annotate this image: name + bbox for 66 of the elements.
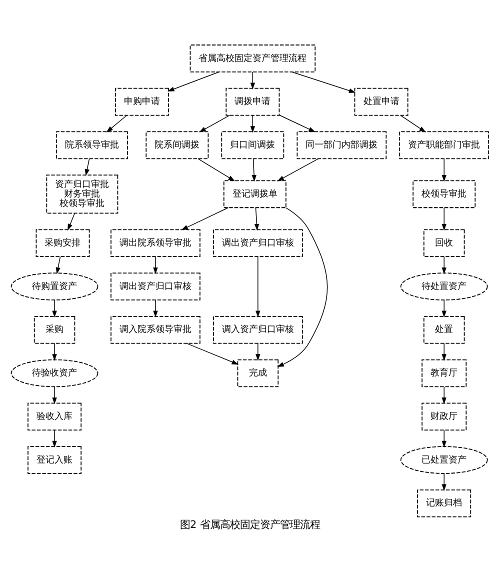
caption: 图2 省属高校固定资产管理流程 [180, 518, 320, 531]
arrow [442, 158, 446, 182]
node-box: 采购 [34, 315, 76, 344]
arrow [292, 71, 356, 92]
arrow [252, 158, 256, 182]
arrow [442, 429, 446, 448]
node-box: 调出院系领导审批 [110, 228, 200, 257]
arrow [442, 256, 446, 274]
arrow [52, 429, 57, 448]
node-box: 校领导审批 [412, 180, 476, 208]
node-box: 登记调拨单 [223, 180, 286, 208]
node-box: 调入院系领导审批 [110, 315, 200, 344]
arrow [277, 158, 319, 181]
node-ellipse: 待购置资产 [10, 272, 98, 300]
node-box: 验收入库 [28, 402, 82, 430]
node-box: 采购安排 [36, 228, 90, 257]
node-box: 资产归口审批 财务审批 校领导审批 [46, 174, 118, 214]
node-box: 院系领导审批 [56, 130, 128, 159]
arrow [400, 114, 426, 132]
node-box: 资产职能部门审批 [399, 130, 490, 159]
arrow [442, 386, 446, 404]
node-box: 记账归档 [417, 488, 472, 517]
node-box: 同一部门内部调拨 [296, 130, 387, 159]
node-box: 调出资产归口审核 [110, 272, 200, 300]
arrow [181, 206, 229, 230]
node-box: 财政厅 [422, 402, 467, 430]
arrow [277, 206, 328, 366]
node-box: 省属高校固定资产管理流程 [190, 44, 316, 72]
arrow [56, 256, 61, 274]
arrow [256, 342, 260, 360]
node-ellipse: 待验收资产 [10, 358, 98, 387]
arrow [442, 206, 446, 230]
arrow [68, 212, 75, 230]
arrow [256, 256, 260, 317]
node-box: 调入资产归口审核 [212, 315, 303, 344]
arrow [250, 71, 256, 89]
arrow [254, 206, 260, 230]
arrow [442, 342, 446, 360]
arrow [52, 386, 57, 404]
node-box: 调拨申请 [226, 87, 280, 116]
arrow [153, 299, 158, 318]
arrow [84, 158, 90, 176]
node-box: 调出资产归口审核 [212, 228, 303, 257]
arrow [52, 299, 57, 318]
node-box: 登记入账 [28, 446, 82, 474]
node-ellipse: 已处置资产 [400, 446, 488, 474]
node-ellipse: 待处置资产 [400, 272, 488, 300]
arrow [186, 342, 239, 364]
arrow [442, 472, 446, 491]
node-box: 完成 [237, 358, 279, 387]
arrow [198, 158, 235, 181]
arrow [153, 256, 158, 274]
arrow [250, 114, 256, 132]
node-box: 处置 [423, 315, 465, 344]
arrow [106, 114, 128, 132]
node-box: 教育厅 [422, 358, 467, 387]
arrow [168, 71, 220, 91]
node-box: 回收 [423, 228, 465, 257]
arrow [199, 114, 230, 132]
node-box: 院系间调拨 [146, 130, 209, 159]
arrow [279, 114, 316, 132]
node-box: 申购申请 [115, 87, 170, 116]
node-box: 处置申请 [354, 87, 408, 116]
arrow [442, 299, 446, 318]
arrow [52, 342, 57, 360]
node-box: 归口间调拨 [221, 130, 284, 159]
